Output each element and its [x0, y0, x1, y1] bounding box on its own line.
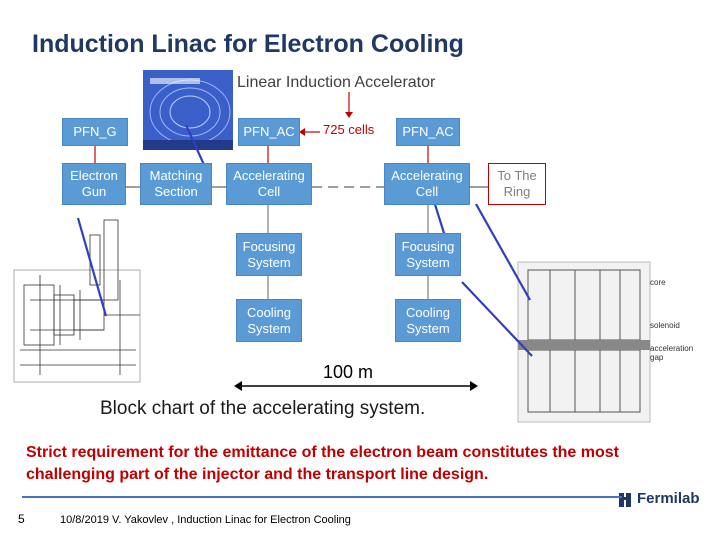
requirement-text: Strict requirement for the emittance of …: [26, 444, 619, 483]
diagram-header: Linear Induction Accelerator: [237, 74, 436, 91]
label-solenoid: solenoid: [650, 321, 680, 330]
footer-text: 10/8/2019 V. Yakovlev , Induction Linac …: [60, 514, 351, 526]
block-pfn-g: PFN_G: [62, 118, 128, 146]
block-pfn-ac-left: PFN_AC: [238, 118, 300, 146]
block-to-the-ring: To The Ring: [488, 163, 546, 205]
field-simulation-image: [143, 70, 233, 150]
electron-gun-drawing: [13, 219, 141, 383]
induction-cell-drawing: [517, 261, 651, 423]
block-cooling-system-right: Cooling System: [395, 299, 461, 342]
label-acceleration-gap: acceleration gap: [650, 344, 694, 362]
distance-label: 100 m: [323, 362, 374, 382]
block-pfn-ac-right: PFN_AC: [396, 118, 460, 146]
fermilab-logo-icon: [619, 493, 631, 507]
block-matching-section: Matching Section: [140, 163, 212, 205]
slide-title: Induction Linac for Electron Cooling: [32, 30, 464, 58]
fermilab-logo: Fermilab: [618, 490, 700, 507]
cells-count-label: 725 cells: [323, 122, 375, 137]
logo-text: Fermilab: [637, 490, 700, 507]
slide-number: 5: [18, 512, 25, 526]
figure-caption: Block chart of the accelerating system.: [100, 398, 426, 419]
block-accelerating-cell-right: Accelerating Cell: [384, 163, 470, 205]
block-focusing-system-left: Focusing System: [236, 233, 302, 276]
block-cooling-system-left: Cooling System: [236, 299, 302, 342]
block-electron-gun: Electron Gun: [62, 163, 126, 205]
block-focusing-system-right: Focusing System: [395, 233, 461, 276]
footer-divider: [22, 496, 622, 498]
block-accelerating-cell-left: Accelerating Cell: [226, 163, 312, 205]
label-core: core: [650, 278, 666, 287]
